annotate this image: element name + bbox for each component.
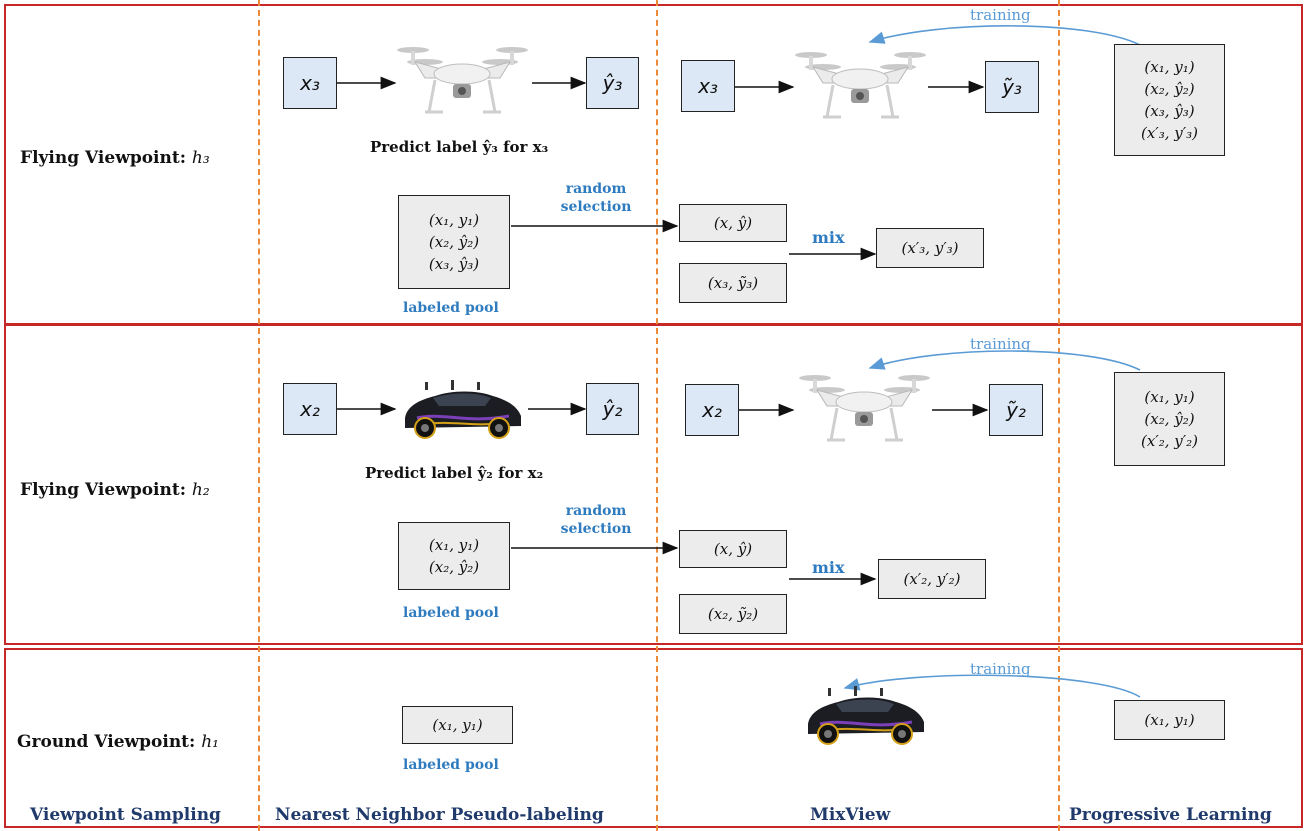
mixed-sample-r1: (x′₃, y′₃): [876, 228, 984, 268]
train-set-item: (x₁, y₁): [1144, 58, 1195, 76]
drone-icon: [397, 47, 528, 114]
sample-b-r1: (x₃, ỹ₃): [679, 263, 787, 303]
divider-col2: [656, 0, 658, 831]
random-selection-label-r1: random selection: [556, 180, 636, 216]
sample-a-r1: (x, ŷ): [679, 204, 787, 242]
footer-viewpoint-sampling: Viewpoint Sampling: [30, 805, 221, 825]
input-x3-mixview-box: x₃: [681, 60, 735, 112]
divider-col1: [258, 0, 260, 831]
mix-label-r1: mix: [812, 228, 845, 247]
mix-label-r2: mix: [812, 558, 845, 577]
input-x2-box: x₂: [283, 383, 337, 435]
labeled-pool-caption-r1: labeled pool: [403, 300, 499, 316]
train-set-item: (x₂, ŷ₂): [1144, 410, 1195, 428]
car-icon: [808, 686, 924, 745]
mixed-sample-r2: (x′₂, y′₂): [878, 559, 986, 599]
row-title-prefix: Ground Viewpoint:: [17, 732, 202, 752]
row-title-h2: Flying Viewpoint: h₂: [20, 480, 210, 500]
predict-caption-r1: Predict label ŷ₃ for x₃: [370, 138, 549, 156]
random-selection-label-r2: random selection: [556, 502, 636, 538]
training-label-r1: training: [970, 6, 1031, 24]
input-x2-mixview-box: x₂: [685, 384, 739, 436]
train-set-item: (x₁, y₁): [1144, 711, 1195, 729]
pred-y3-box: ŷ₃: [586, 57, 639, 109]
row-title-h1: Ground Viewpoint: h₁: [17, 732, 219, 752]
train-set-item: (x₃, ŷ₃): [1144, 102, 1195, 120]
panel-row-h3: [4, 4, 1303, 326]
row-title-prefix: Flying Viewpoint:: [20, 480, 192, 500]
train-set-item: (x′₂, y′₂): [1140, 432, 1198, 450]
train-set-item: (x₁, y₁): [1144, 388, 1195, 406]
car-icon: [405, 380, 521, 439]
arrow-training-r1: [868, 25, 1141, 46]
arrow-training-r3: [843, 674, 1141, 698]
labeled-pool-r2: (x₁, y₁) (x₂, ŷ₂): [398, 522, 510, 590]
drone-icon: [795, 52, 926, 119]
random-label-line: selection: [560, 521, 632, 537]
panel-row-h1: [4, 648, 1303, 828]
arrow-training-r2: [868, 350, 1141, 371]
train-set-item: (x′₃, y′₃): [1140, 124, 1198, 142]
footer-progressive-learning: Progressive Learning: [1069, 805, 1272, 825]
pool-item: (x₃, ŷ₃): [428, 255, 480, 273]
training-label-r2: training: [970, 335, 1031, 353]
pool-item: (x₂, ŷ₂): [428, 233, 480, 251]
pred-y2-box: ŷ₂: [586, 383, 639, 435]
panel-row-h2: [4, 323, 1303, 645]
refined-y3-box: ỹ₃: [985, 61, 1039, 113]
footer-mixview: MixView: [810, 805, 891, 825]
sample-b-r2: (x₂, ỹ₂): [679, 594, 787, 634]
row-title-h3: Flying Viewpoint: h₃: [20, 148, 210, 168]
training-label-r3: training: [970, 660, 1031, 678]
train-set-r3: (x₁, y₁): [1114, 700, 1225, 740]
row-title-var: h₁: [201, 732, 219, 752]
row-title-prefix: Flying Viewpoint:: [20, 148, 192, 168]
labeled-pool-caption-r2: labeled pool: [403, 605, 499, 621]
pool-item: (x₁, y₁): [428, 536, 480, 554]
random-label-line: random: [565, 181, 627, 197]
pool-item: (x₁, y₁): [428, 211, 480, 229]
random-label-line: selection: [560, 199, 632, 215]
labeled-pool-r3: (x₁, y₁): [402, 706, 513, 744]
drone-icon: [799, 375, 930, 442]
random-label-line: random: [565, 503, 627, 519]
pool-item: (x₁, y₁): [432, 716, 483, 734]
input-x3-box: x₃: [283, 57, 337, 109]
labeled-pool-r1: (x₁, y₁) (x₂, ŷ₂) (x₃, ŷ₃): [398, 195, 510, 289]
sample-a-r2: (x, ŷ): [679, 530, 787, 568]
pool-item: (x₂, ŷ₂): [428, 558, 480, 576]
predict-caption-r2: Predict label ŷ₂ for x₂: [365, 464, 544, 482]
train-set-item: (x₂, ŷ₂): [1144, 80, 1195, 98]
row-title-var: h₂: [191, 480, 210, 500]
train-set-r1: (x₁, y₁) (x₂, ŷ₂) (x₃, ŷ₃) (x′₃, y′₃): [1114, 44, 1225, 156]
train-set-r2: (x₁, y₁) (x₂, ŷ₂) (x′₂, y′₂): [1114, 372, 1225, 466]
divider-col3: [1058, 0, 1060, 831]
footer-pseudo-labeling: Nearest Neighbor Pseudo-labeling: [275, 805, 604, 825]
labeled-pool-caption-r3: labeled pool: [403, 757, 499, 773]
refined-y2-box: ỹ₂: [989, 384, 1043, 436]
row-title-var: h₃: [191, 148, 210, 168]
